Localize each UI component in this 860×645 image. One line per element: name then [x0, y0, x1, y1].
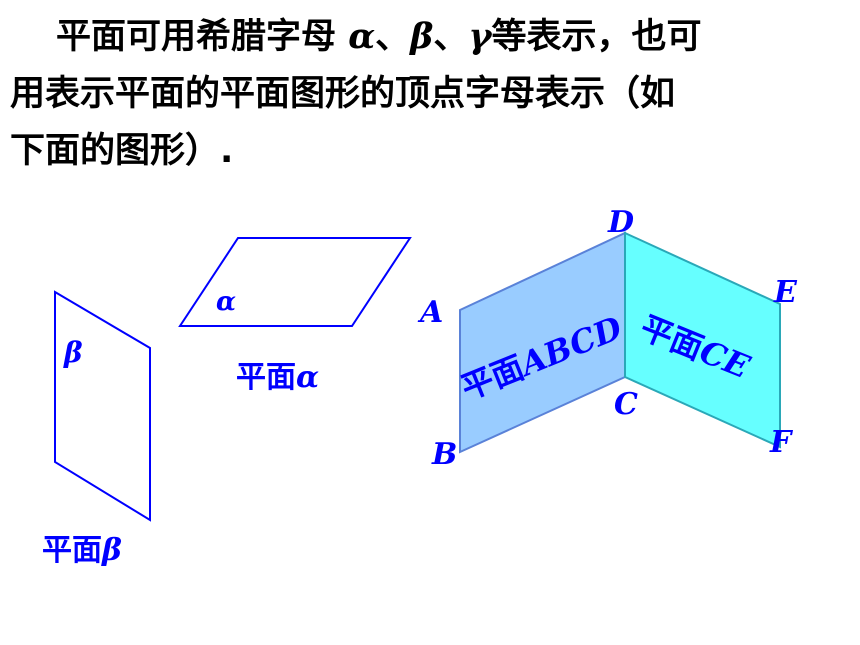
- plane-alpha-label: α: [216, 287, 236, 317]
- intro-part-2: 等表示，也可: [491, 17, 702, 57]
- intro-sep-1: 、: [375, 17, 411, 57]
- plane-beta-label: β: [63, 336, 83, 369]
- intro-part-1: 平面可用希腊字母: [56, 17, 337, 57]
- plane-beta-caption: 平面β: [42, 533, 122, 568]
- intro-text: 平面可用希腊字母 α、β、γ等表示，也可 用表示平面的平面图形的顶点字母表示（如…: [10, 8, 850, 180]
- intro-sep-2: 、: [433, 17, 469, 57]
- vertex-d-label: D: [607, 205, 634, 240]
- intro-line-1: 平面可用希腊字母 α、β、γ等表示，也可: [10, 8, 850, 66]
- face-ce: [624, 231, 781, 449]
- vertex-e-label: E: [773, 275, 798, 310]
- plane-beta-caption-symbol: β: [101, 533, 122, 568]
- dihedral-figure: D A B C E F 平面ABCD 平面CE: [417, 205, 798, 472]
- intro-line-2: 用表示平面的平面图形的顶点字母表示（如: [10, 74, 676, 114]
- greek-gamma: γ: [468, 16, 492, 57]
- vertex-c-label: C: [614, 387, 638, 422]
- plane-alpha-figure: α 平面α: [178, 237, 412, 395]
- greek-beta: β: [410, 16, 434, 57]
- intro-line-3: 下面的图形）.: [10, 131, 234, 171]
- greek-alpha: α: [348, 16, 376, 57]
- vertex-f-label: F: [769, 425, 794, 460]
- plane-alpha-caption-symbol: α: [296, 360, 319, 395]
- plane-beta-outline: [54, 290, 151, 522]
- plane-beta-figure: β 平面β: [42, 290, 151, 568]
- vertex-b-label: B: [431, 437, 457, 472]
- plane-beta-caption-prefix: 平面: [42, 533, 102, 568]
- plane-alpha-outline: [178, 237, 412, 327]
- plane-alpha-caption-prefix: 平面: [236, 360, 296, 395]
- vertex-a-label: A: [417, 295, 443, 330]
- plane-alpha-caption: 平面α: [236, 360, 319, 395]
